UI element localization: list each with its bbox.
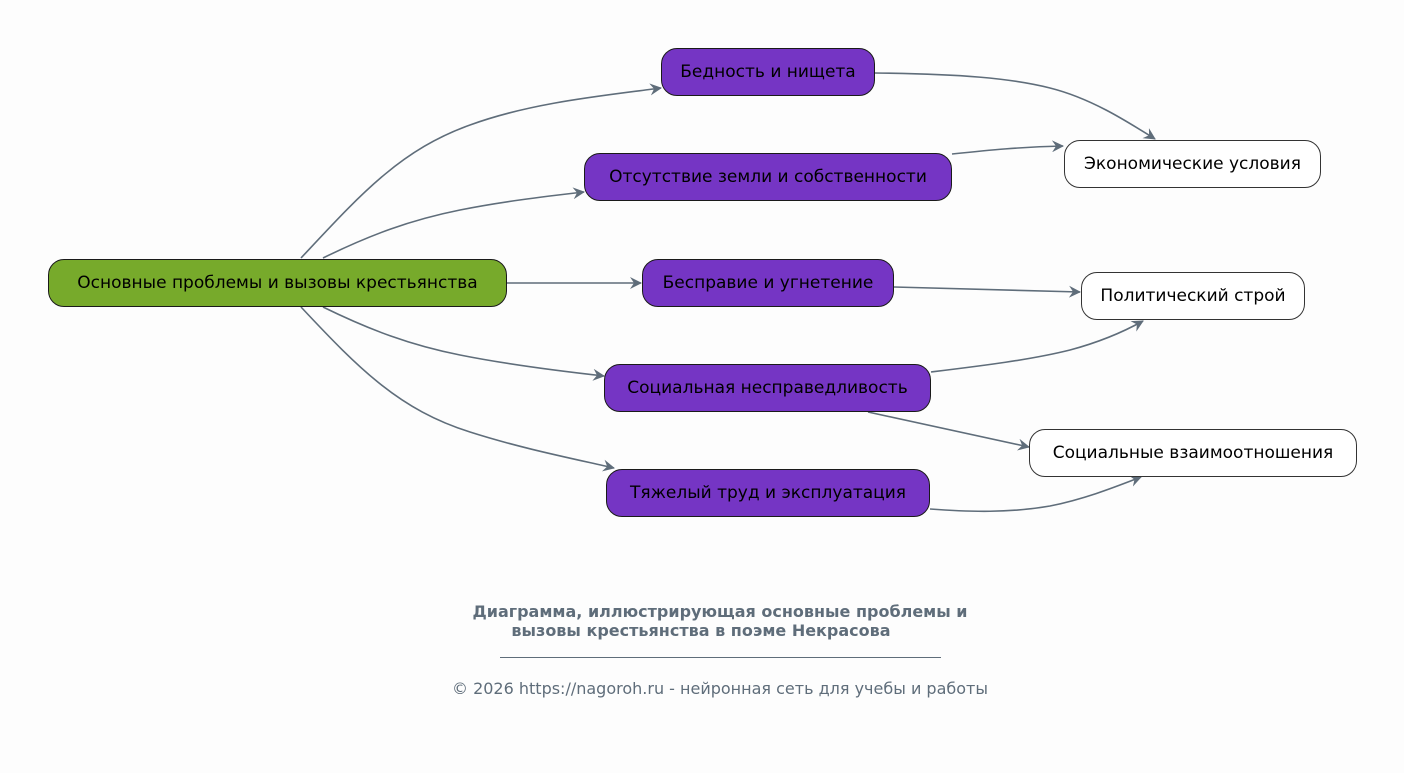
node-root-label: Основные проблемы и вызовы крестьянства bbox=[77, 273, 478, 293]
diagram-caption-line-2: вызовы крестьянства в поэме Некрасова bbox=[511, 621, 891, 640]
node-label: Тяжелый труд и эксплуатация bbox=[629, 483, 907, 503]
edge-p4-to-c3 bbox=[867, 411, 1030, 451]
edge-root-to-p1 bbox=[300, 83, 662, 259]
edge-root-to-p2 bbox=[322, 187, 585, 259]
node-root[interactable]: Основные проблемы и вызовы крестьянства bbox=[48, 259, 507, 307]
node-problem-hard-labor[interactable]: Тяжелый труд и эксплуатация bbox=[606, 469, 930, 517]
node-label: Экономические условия bbox=[1084, 154, 1301, 174]
node-label: Социальные взаимоотношения bbox=[1052, 443, 1334, 463]
edge-root-to-p5 bbox=[300, 306, 615, 472]
node-label: Политический строй bbox=[1100, 286, 1286, 306]
node-label: Бедность и нищета bbox=[680, 62, 856, 82]
diagram-caption-line-1: Диаграмма, иллюстрирующая основные пробл… bbox=[472, 602, 968, 621]
node-label: Отсутствие земли и собственности bbox=[609, 167, 927, 187]
edges-group bbox=[300, 72, 1156, 513]
node-category-social[interactable]: Социальные взаимоотношения bbox=[1029, 429, 1357, 477]
node-category-political[interactable]: Политический строй bbox=[1081, 272, 1305, 320]
edge-p4-to-c2 bbox=[930, 320, 1144, 373]
edge-p2-to-c1 bbox=[951, 140, 1064, 155]
node-label: Социальная несправедливость bbox=[627, 378, 908, 398]
node-problem-oppression[interactable]: Бесправие и угнетение bbox=[642, 259, 894, 307]
edge-p5-to-c3 bbox=[929, 475, 1142, 513]
node-problem-poverty[interactable]: Бедность и нищета bbox=[661, 48, 875, 96]
node-label: Бесправие и угнетение bbox=[662, 273, 874, 293]
edge-p1-to-c1 bbox=[874, 72, 1156, 140]
node-category-economic[interactable]: Экономические условия bbox=[1064, 140, 1321, 188]
node-problem-landlessness[interactable]: Отсутствие земли и собственности bbox=[584, 153, 952, 201]
footer-copyright: © 2026 https://nagoroh.ru - нейронная се… bbox=[451, 679, 988, 698]
node-problem-injustice[interactable]: Социальная несправедливость bbox=[604, 364, 931, 412]
edge-root-to-p4 bbox=[322, 306, 605, 381]
caption-divider bbox=[500, 657, 941, 658]
edge-p3-to-c2 bbox=[893, 285, 1081, 298]
